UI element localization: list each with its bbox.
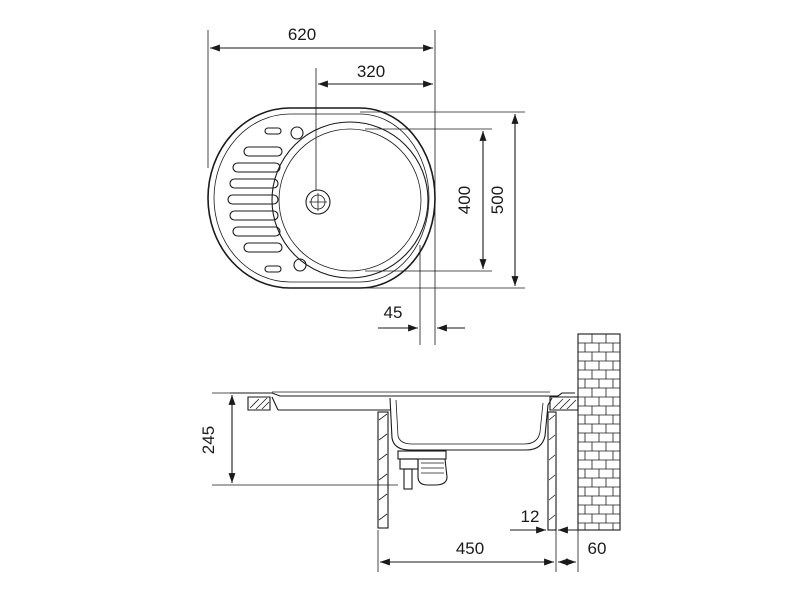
bowl-outer <box>271 121 429 279</box>
dimension-400-label: 400 <box>455 186 474 214</box>
drain-fitting-icon <box>397 450 448 490</box>
dimension-450: 450 <box>380 539 554 566</box>
dimension-500: 500 <box>488 114 519 286</box>
countertop-left <box>247 396 271 411</box>
dimension-12: 12 <box>510 507 578 534</box>
dimension-620-label: 620 <box>288 25 316 44</box>
dimension-320: 320 <box>318 62 433 88</box>
dimension-45-label: 45 <box>384 303 403 322</box>
drainboard-grooves <box>227 146 283 253</box>
countertop-right <box>549 396 579 411</box>
side-view: 245 450 12 60 <box>199 333 621 572</box>
dimension-60: 60 <box>558 539 607 566</box>
sink-inner-outline <box>213 113 430 283</box>
dimension-60-label: 60 <box>588 539 607 558</box>
dimension-500-label: 500 <box>488 186 507 214</box>
dimension-400: 400 <box>455 131 487 269</box>
dimension-245-label: 245 <box>199 426 218 454</box>
dimension-450-label: 450 <box>456 539 484 558</box>
overflow-slot-top <box>264 127 282 135</box>
tap-hole-bottom <box>293 258 307 272</box>
dimension-620: 620 <box>210 25 433 52</box>
brick-wall <box>577 333 621 531</box>
dimension-245: 245 <box>199 395 236 483</box>
sink-rim <box>230 392 575 397</box>
top-view: 620 320 400 500 45 <box>207 25 525 345</box>
dimension-45: 45 <box>378 303 465 332</box>
overflow-slot-bottom <box>264 265 282 273</box>
cabinet-panel-right <box>547 411 557 531</box>
dimension-12-label: 12 <box>521 507 540 526</box>
drain-icon <box>305 189 331 215</box>
cabinet-panel-left <box>377 411 389 529</box>
dimension-320-label: 320 <box>357 62 385 81</box>
tap-hole-top <box>290 126 304 140</box>
bowl-inner <box>278 128 422 272</box>
bowl-profile <box>389 397 553 451</box>
